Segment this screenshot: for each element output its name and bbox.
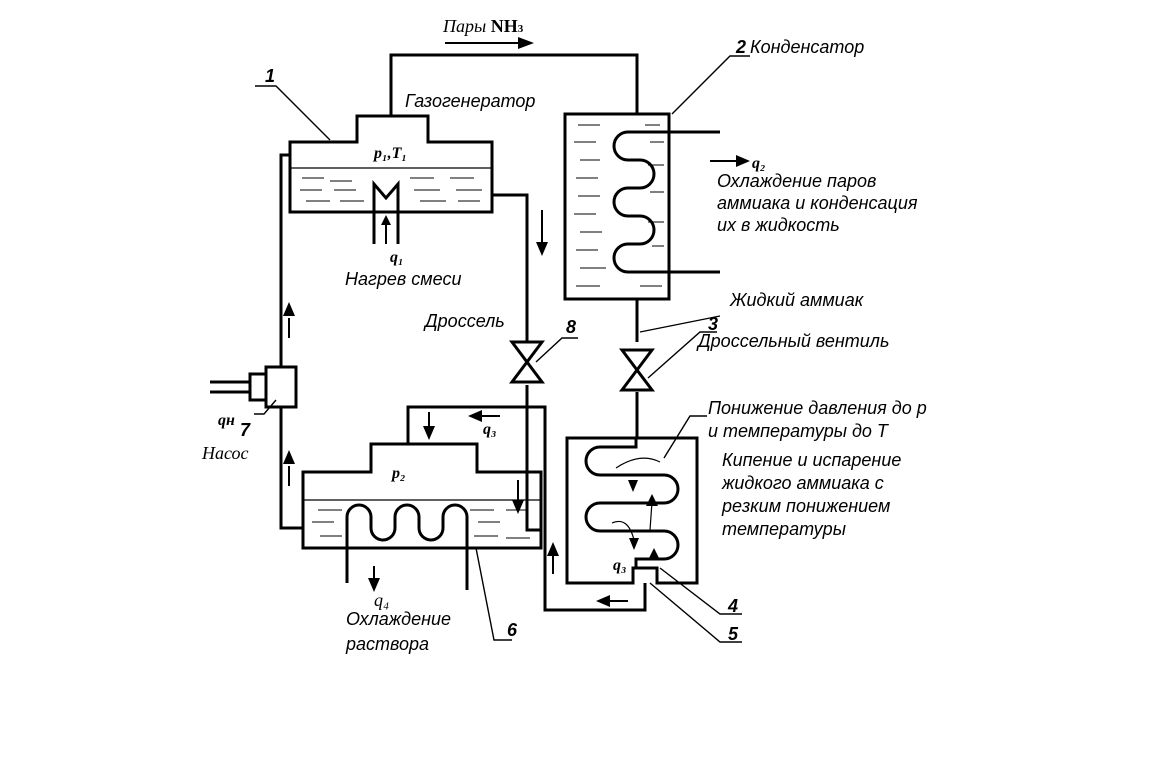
condenser-coil (612, 130, 720, 274)
generator-liquid-hatching (300, 177, 482, 202)
arrow-left-icon (596, 595, 610, 607)
pump (210, 365, 298, 409)
arrow-left-icon (468, 410, 482, 422)
leader-lines (254, 55, 750, 643)
qh-label: qн (218, 412, 235, 429)
q4-label: q₄ (374, 590, 389, 610)
label-number-5: 5 (728, 624, 739, 644)
label-number-1: 1 (265, 66, 275, 86)
label-number-3: 3 (708, 314, 718, 334)
throttle-label: Дроссель (423, 311, 505, 331)
absorber (301, 442, 543, 590)
boiling-label-line-3: резким понижением (721, 496, 890, 516)
condenser (563, 112, 720, 301)
heating-label: Нагрев смеси (345, 269, 461, 289)
arrow-right-icon (736, 155, 750, 167)
throttle-valve-3 (619, 348, 655, 392)
arrow-right-icon (518, 37, 534, 49)
q3-evaporator-label: q₃ (613, 557, 627, 574)
arrow-down-icon (512, 500, 524, 514)
piping (279, 53, 647, 612)
throttle-valve-8 (509, 340, 545, 384)
q1-label: q₁ (390, 249, 404, 266)
p2-label: p₂ (390, 465, 406, 482)
throttle-valve-label: Дроссельный вентиль (696, 331, 889, 351)
pump-label: Насос (201, 443, 249, 463)
liquid-ammonia-label: Жидкий аммиак (729, 290, 865, 310)
p1t1-label: p₁,T₁ (372, 145, 407, 162)
condenser-label: Конденсатор (750, 37, 864, 57)
arrow-up-icon (283, 302, 295, 316)
flow-arrows (283, 37, 750, 607)
arrow-down-icon (368, 578, 380, 592)
boiling-label-line-2: жидкого аммиака с (721, 473, 884, 493)
solution-cooling-label-line-1: Охлаждение (346, 609, 451, 629)
heat-in-arrow-icon (381, 215, 391, 225)
cooling-label-line-2: аммиака и конденсация (717, 193, 918, 213)
heater-icon (372, 179, 400, 244)
pressure-label-line-2: и температуры до T (708, 421, 890, 441)
pressure-label-line-1: Понижение давления до p (708, 398, 927, 418)
boiling-label-line-1: Кипение и испарение (722, 450, 901, 470)
arrow-down-icon (536, 242, 548, 256)
arrow-up-icon (283, 450, 295, 464)
arrow-up-icon (547, 542, 559, 556)
label-number-8: 8 (566, 317, 576, 337)
label-number-7: 7 (240, 420, 251, 440)
arrow-down-icon (423, 426, 435, 440)
generator (288, 114, 494, 244)
cooling-label-line-3: их в жидкость (717, 215, 840, 235)
generator-label: Газогенератор (405, 91, 535, 111)
absorber-coil (345, 503, 469, 590)
label-number-4: 4 (727, 596, 738, 616)
condenser-liquid-hatching (574, 124, 664, 287)
label-number-6: 6 (507, 620, 518, 640)
q3-top-label: q₃ (483, 421, 497, 438)
solution-cooling-label-line-2: раствора (345, 634, 429, 654)
boiling-label-line-4: температуры (722, 519, 846, 539)
flow-arrow-icon (615, 457, 661, 469)
evaporator-coil (584, 438, 680, 568)
vapor-nh3-label: Пары NH3 (442, 16, 524, 36)
evaporator (565, 436, 699, 585)
q2-label: q₂ (752, 155, 766, 172)
cooling-label-line-1: Охлаждение паров (717, 171, 876, 191)
label-number-2: 2 (735, 37, 746, 57)
